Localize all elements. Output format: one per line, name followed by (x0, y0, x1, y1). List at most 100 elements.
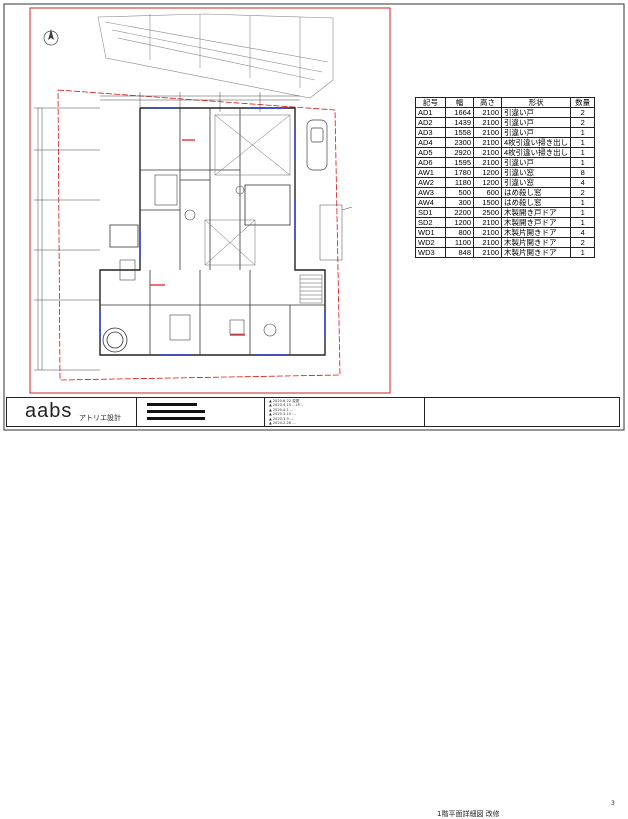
cell-height: 1200 (473, 177, 502, 188)
cell-code: WD1 (415, 227, 446, 238)
cell-code: AD2 (415, 117, 446, 128)
cell-type: はめ殺し窓 (500, 187, 572, 198)
col-header-code: 記号 (415, 97, 446, 108)
col-header-height: 高さ (473, 97, 502, 108)
cell-width: 1439 (445, 117, 474, 128)
cell-code: AW1 (415, 167, 446, 178)
cell-height: 1200 (473, 167, 502, 178)
cell-qty: 2 (570, 187, 596, 198)
cell-height: 600 (473, 187, 502, 198)
cell-code: SD1 (415, 207, 446, 218)
cell-type: 木製片開きドア (500, 237, 572, 248)
cell-type: 木製開き戸ドア (500, 217, 572, 228)
fixtures (119, 174, 277, 341)
sheet-number: 3 (611, 800, 615, 807)
col-header-qty: 数量 (570, 97, 596, 108)
cell-type: 引違い戸 (500, 117, 572, 128)
cell-type: 4枚引違い掃き出し (500, 137, 572, 148)
property-line (57, 89, 341, 381)
cell-qty: 1 (570, 207, 596, 218)
cell-code: AW4 (415, 197, 446, 208)
drawing-title: 1階平面詳細図 改修 (437, 810, 500, 818)
cell-height: 2100 (473, 127, 502, 138)
cell-width: 1664 (445, 107, 474, 118)
building-walls (99, 107, 326, 356)
cell-qty: 1 (570, 247, 596, 258)
cell-width: 2920 (445, 147, 474, 158)
cell-type: 引違い窓 (500, 167, 572, 178)
red-accents (150, 139, 245, 336)
cell-height: 2100 (473, 227, 502, 238)
cell-width: 848 (445, 247, 474, 258)
revision-note: 2020.3.15 ... (269, 412, 296, 416)
cell-width: 2300 (445, 137, 474, 148)
stairs (299, 274, 323, 304)
parking-car (306, 119, 328, 171)
bathtub (102, 327, 128, 353)
void-cross (204, 114, 291, 266)
site-boundary (97, 13, 334, 99)
interior-walls (100, 108, 325, 355)
redacted-bar (147, 403, 197, 406)
cell-code: AD3 (415, 127, 446, 138)
company-name: アトリエ設計 (79, 414, 121, 422)
window-markers (99, 107, 326, 356)
revision-notes-cell: 2020.6.22 変更2020.4.15 ...LP...2020.4.1 .… (265, 398, 425, 426)
logo-cell: aabs アトリエ設計 (7, 398, 137, 426)
cell-code: AW2 (415, 177, 446, 188)
cell-width: 300 (445, 197, 474, 208)
cell-code: SD2 (415, 217, 446, 228)
redacted-cell (137, 398, 265, 426)
cell-height: 2100 (473, 237, 502, 248)
col-header-width: 幅 (445, 97, 474, 108)
cell-height: 2100 (473, 217, 502, 228)
cell-width: 1558 (445, 127, 474, 138)
cell-width: 500 (445, 187, 474, 198)
cell-qty: 2 (570, 117, 596, 128)
cell-type: 引違い戸 (500, 127, 572, 138)
cell-code: AW3 (415, 187, 446, 198)
cell-height: 2500 (473, 207, 502, 218)
north-arrow-icon (43, 29, 59, 46)
cell-type: 引違い窓 (500, 177, 572, 188)
drawing-frame (29, 7, 391, 394)
cell-width: 1780 (445, 167, 474, 178)
cell-type: 木製片開きドア (500, 227, 572, 238)
cell-qty: 4 (570, 227, 596, 238)
cell-qty: 2 (570, 107, 596, 118)
redacted-bar (147, 417, 205, 420)
cell-type: 木製開き戸ドア (500, 207, 572, 218)
project-cell (425, 398, 621, 426)
floor-plan (3, 3, 625, 431)
cell-code: AD4 (415, 137, 446, 148)
cell-width: 1100 (445, 237, 474, 248)
cell-qty: 2 (570, 237, 596, 248)
revision-note: 2020.4.15 ...LP... (269, 403, 303, 407)
cell-code: WD3 (415, 247, 446, 258)
cell-height: 1500 (473, 197, 502, 208)
cell-width: 1595 (445, 157, 474, 168)
cell-code: WD2 (415, 237, 446, 248)
cell-qty: 1 (570, 127, 596, 138)
dimension-lines-left (34, 107, 100, 371)
cell-type: はめ殺し窓 (500, 197, 572, 208)
redacted-bar (147, 410, 205, 413)
cell-height: 2100 (473, 157, 502, 168)
cell-qty: 4 (570, 177, 596, 188)
cell-qty: 8 (570, 167, 596, 178)
cell-height: 2100 (473, 117, 502, 128)
